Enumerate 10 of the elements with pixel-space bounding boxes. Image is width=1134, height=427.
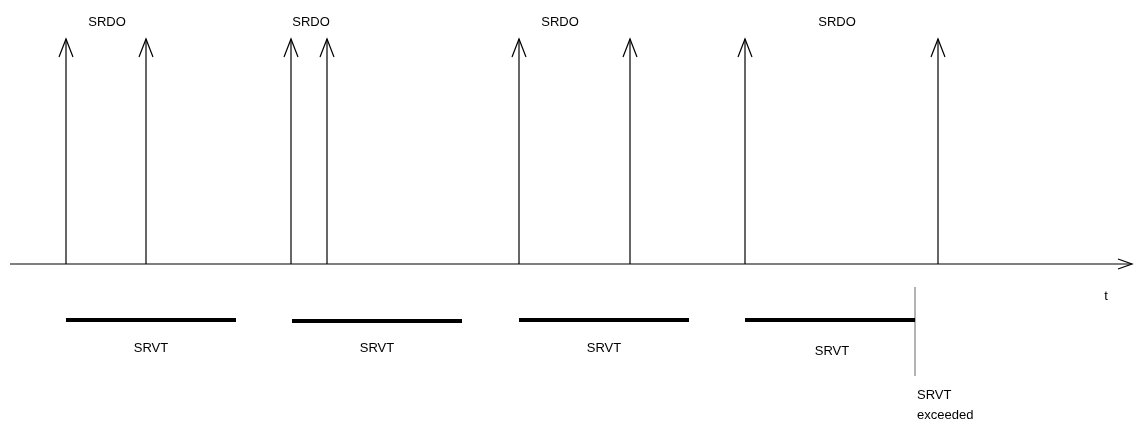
interval-label: SRVT (359, 339, 395, 357)
timeout-label: SRVT exceeded (917, 386, 975, 424)
axis-label: t (1104, 287, 1108, 305)
signal-label: SRDO (818, 13, 856, 31)
interval-label: SRVT (586, 339, 622, 357)
signal-label: SRDO (88, 13, 126, 31)
signal-label: SRDO (292, 13, 330, 31)
interval-label: SRVT (133, 339, 169, 357)
signal-label: SRDO (541, 13, 579, 31)
interval-label: SRVT (814, 342, 850, 360)
